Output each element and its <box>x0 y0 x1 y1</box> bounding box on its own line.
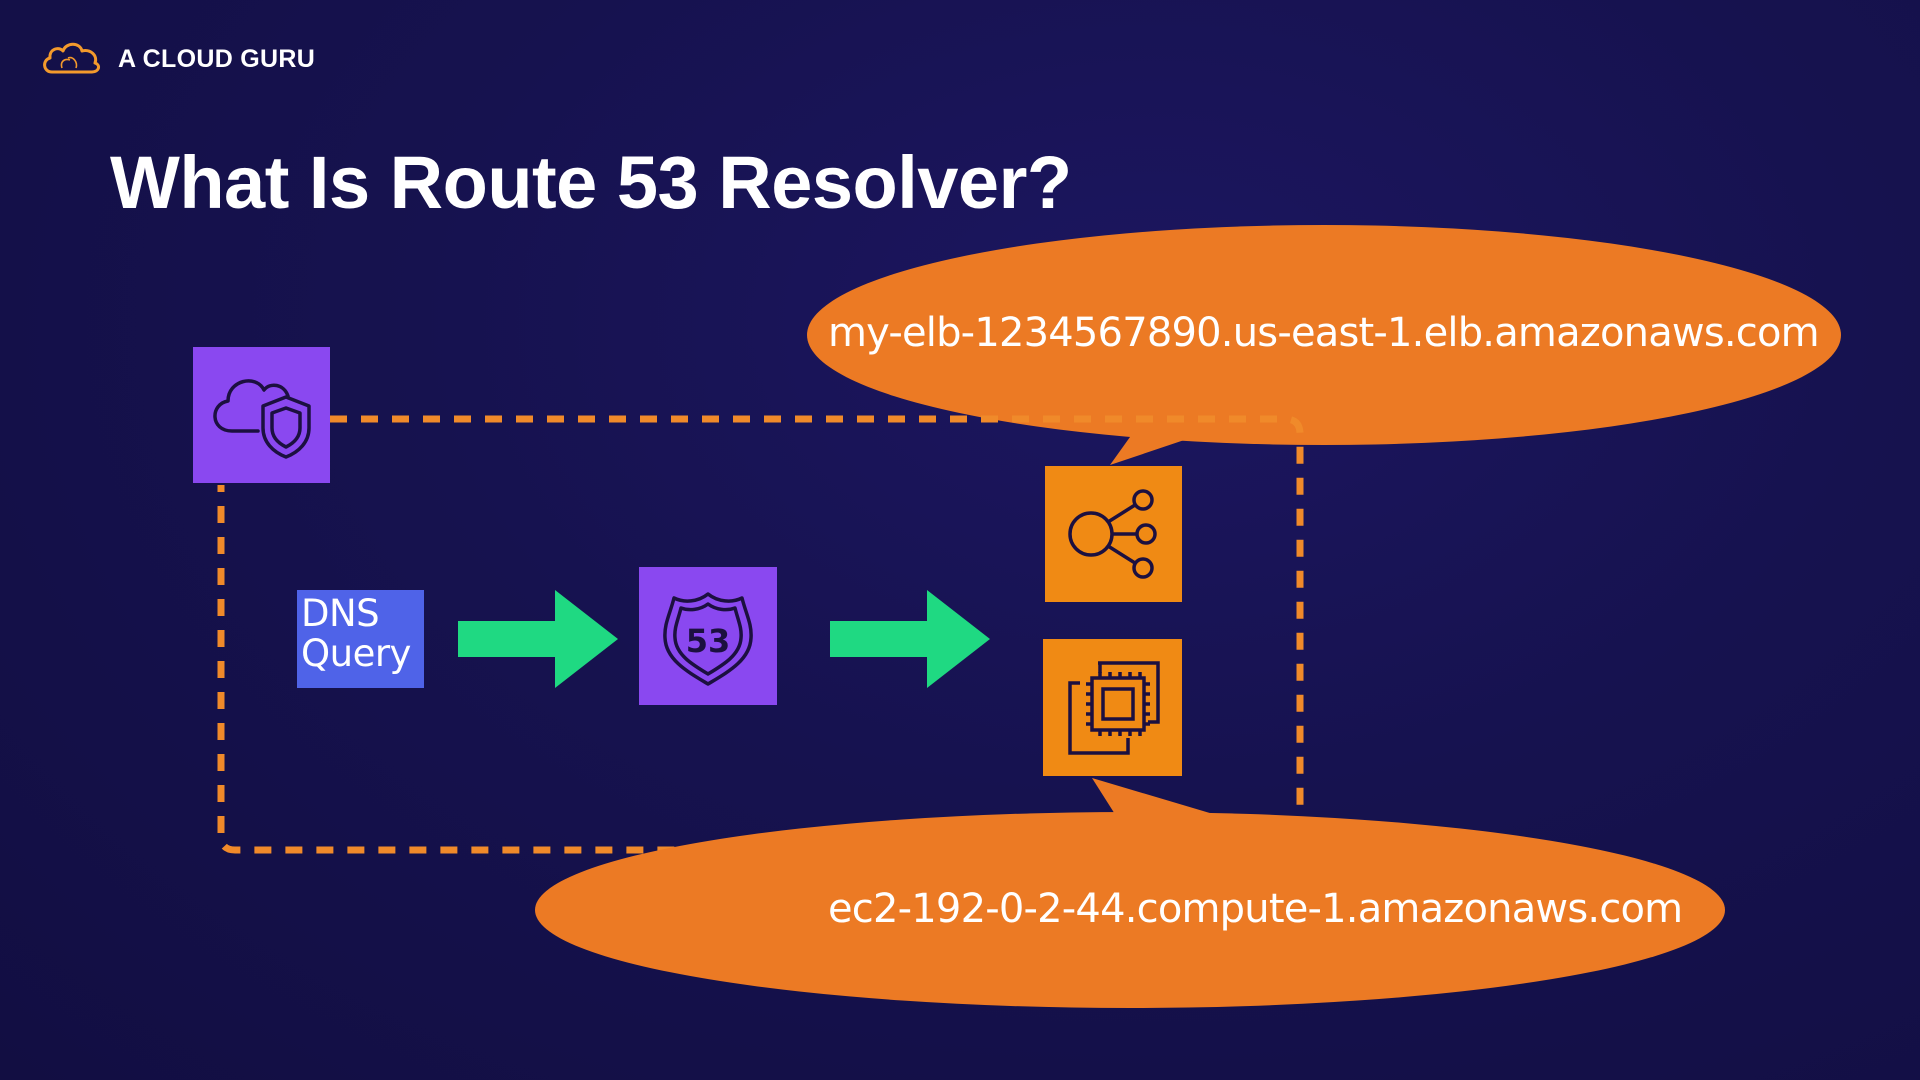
load-balancer-node <box>1045 466 1182 602</box>
resolver-node <box>193 347 330 483</box>
callout-elb <box>807 225 1841 465</box>
brand: A CLOUD GURU <box>40 38 315 80</box>
arrow-to-targets <box>830 590 990 688</box>
ec2-hostname: ec2-192-0-2-44.compute-1.amazonaws.com <box>828 886 1683 932</box>
route53-node: 53 <box>639 567 777 705</box>
callout-ec2-bubble <box>535 812 1725 1008</box>
load-balancer-icon <box>1068 489 1157 579</box>
route53-shield-icon: 53 <box>663 592 753 686</box>
ec2-node <box>1043 639 1182 776</box>
dns-query-line2: Query <box>301 632 411 675</box>
ec2-chip-icon <box>1068 661 1160 755</box>
elb-hostname: my-elb-1234567890.us-east-1.elb.amazonaw… <box>828 310 1820 356</box>
cloud-icon <box>43 42 101 74</box>
vpc-boundary <box>217 415 1304 854</box>
callout-elb-bubble <box>807 225 1841 445</box>
brand-name: A CLOUD GURU <box>118 44 316 73</box>
arrow-to-route53 <box>458 590 618 688</box>
route53-label: 53 <box>686 622 731 660</box>
callout-ec2 <box>535 778 1725 1008</box>
dns-query-line1: DNS <box>301 592 380 635</box>
cloud-shield-icon <box>213 379 311 459</box>
slide-title: What Is Route 53 Resolver? <box>110 141 1072 224</box>
dns-query-box: DNS Query <box>297 590 424 688</box>
